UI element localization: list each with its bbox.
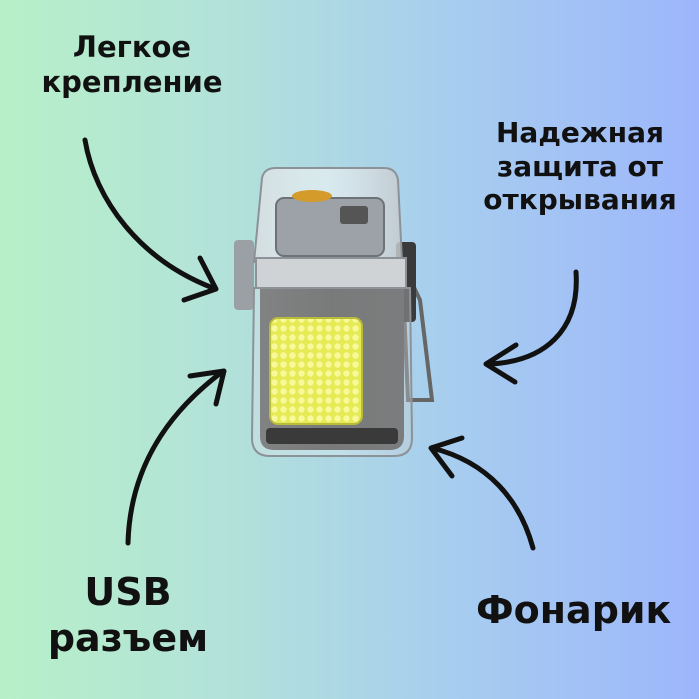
label-flashlight: Фонарик [476, 588, 672, 632]
label-usb-port: USB разъем [38, 570, 218, 661]
label-easy-mount-line-1: Легкое [72, 30, 192, 64]
label-easy-mount: Легкое крепление [22, 30, 242, 100]
label-protection-line-1: Надежная [495, 116, 664, 149]
arrow-icon [483, 269, 579, 385]
label-protection-line-2: защита от [496, 149, 664, 183]
lid-band [255, 257, 407, 289]
lighter-chamber [275, 197, 385, 257]
label-easy-mount-line-2: крепление [41, 64, 223, 99]
arrow-icon [82, 137, 219, 303]
button [340, 206, 368, 224]
base [266, 428, 398, 444]
hinge [234, 240, 254, 310]
label-usb-line-1: USB [84, 570, 172, 614]
label-protection-line-3: открывания [483, 183, 677, 217]
arrow-icon [428, 435, 536, 551]
label-reliable-protection: Надежная защита от открывания [466, 116, 694, 217]
ignition-coil [292, 190, 332, 202]
arrow-icon [125, 368, 227, 546]
cob-led-panel [269, 317, 363, 425]
label-usb-line-2: разъем [47, 615, 209, 660]
